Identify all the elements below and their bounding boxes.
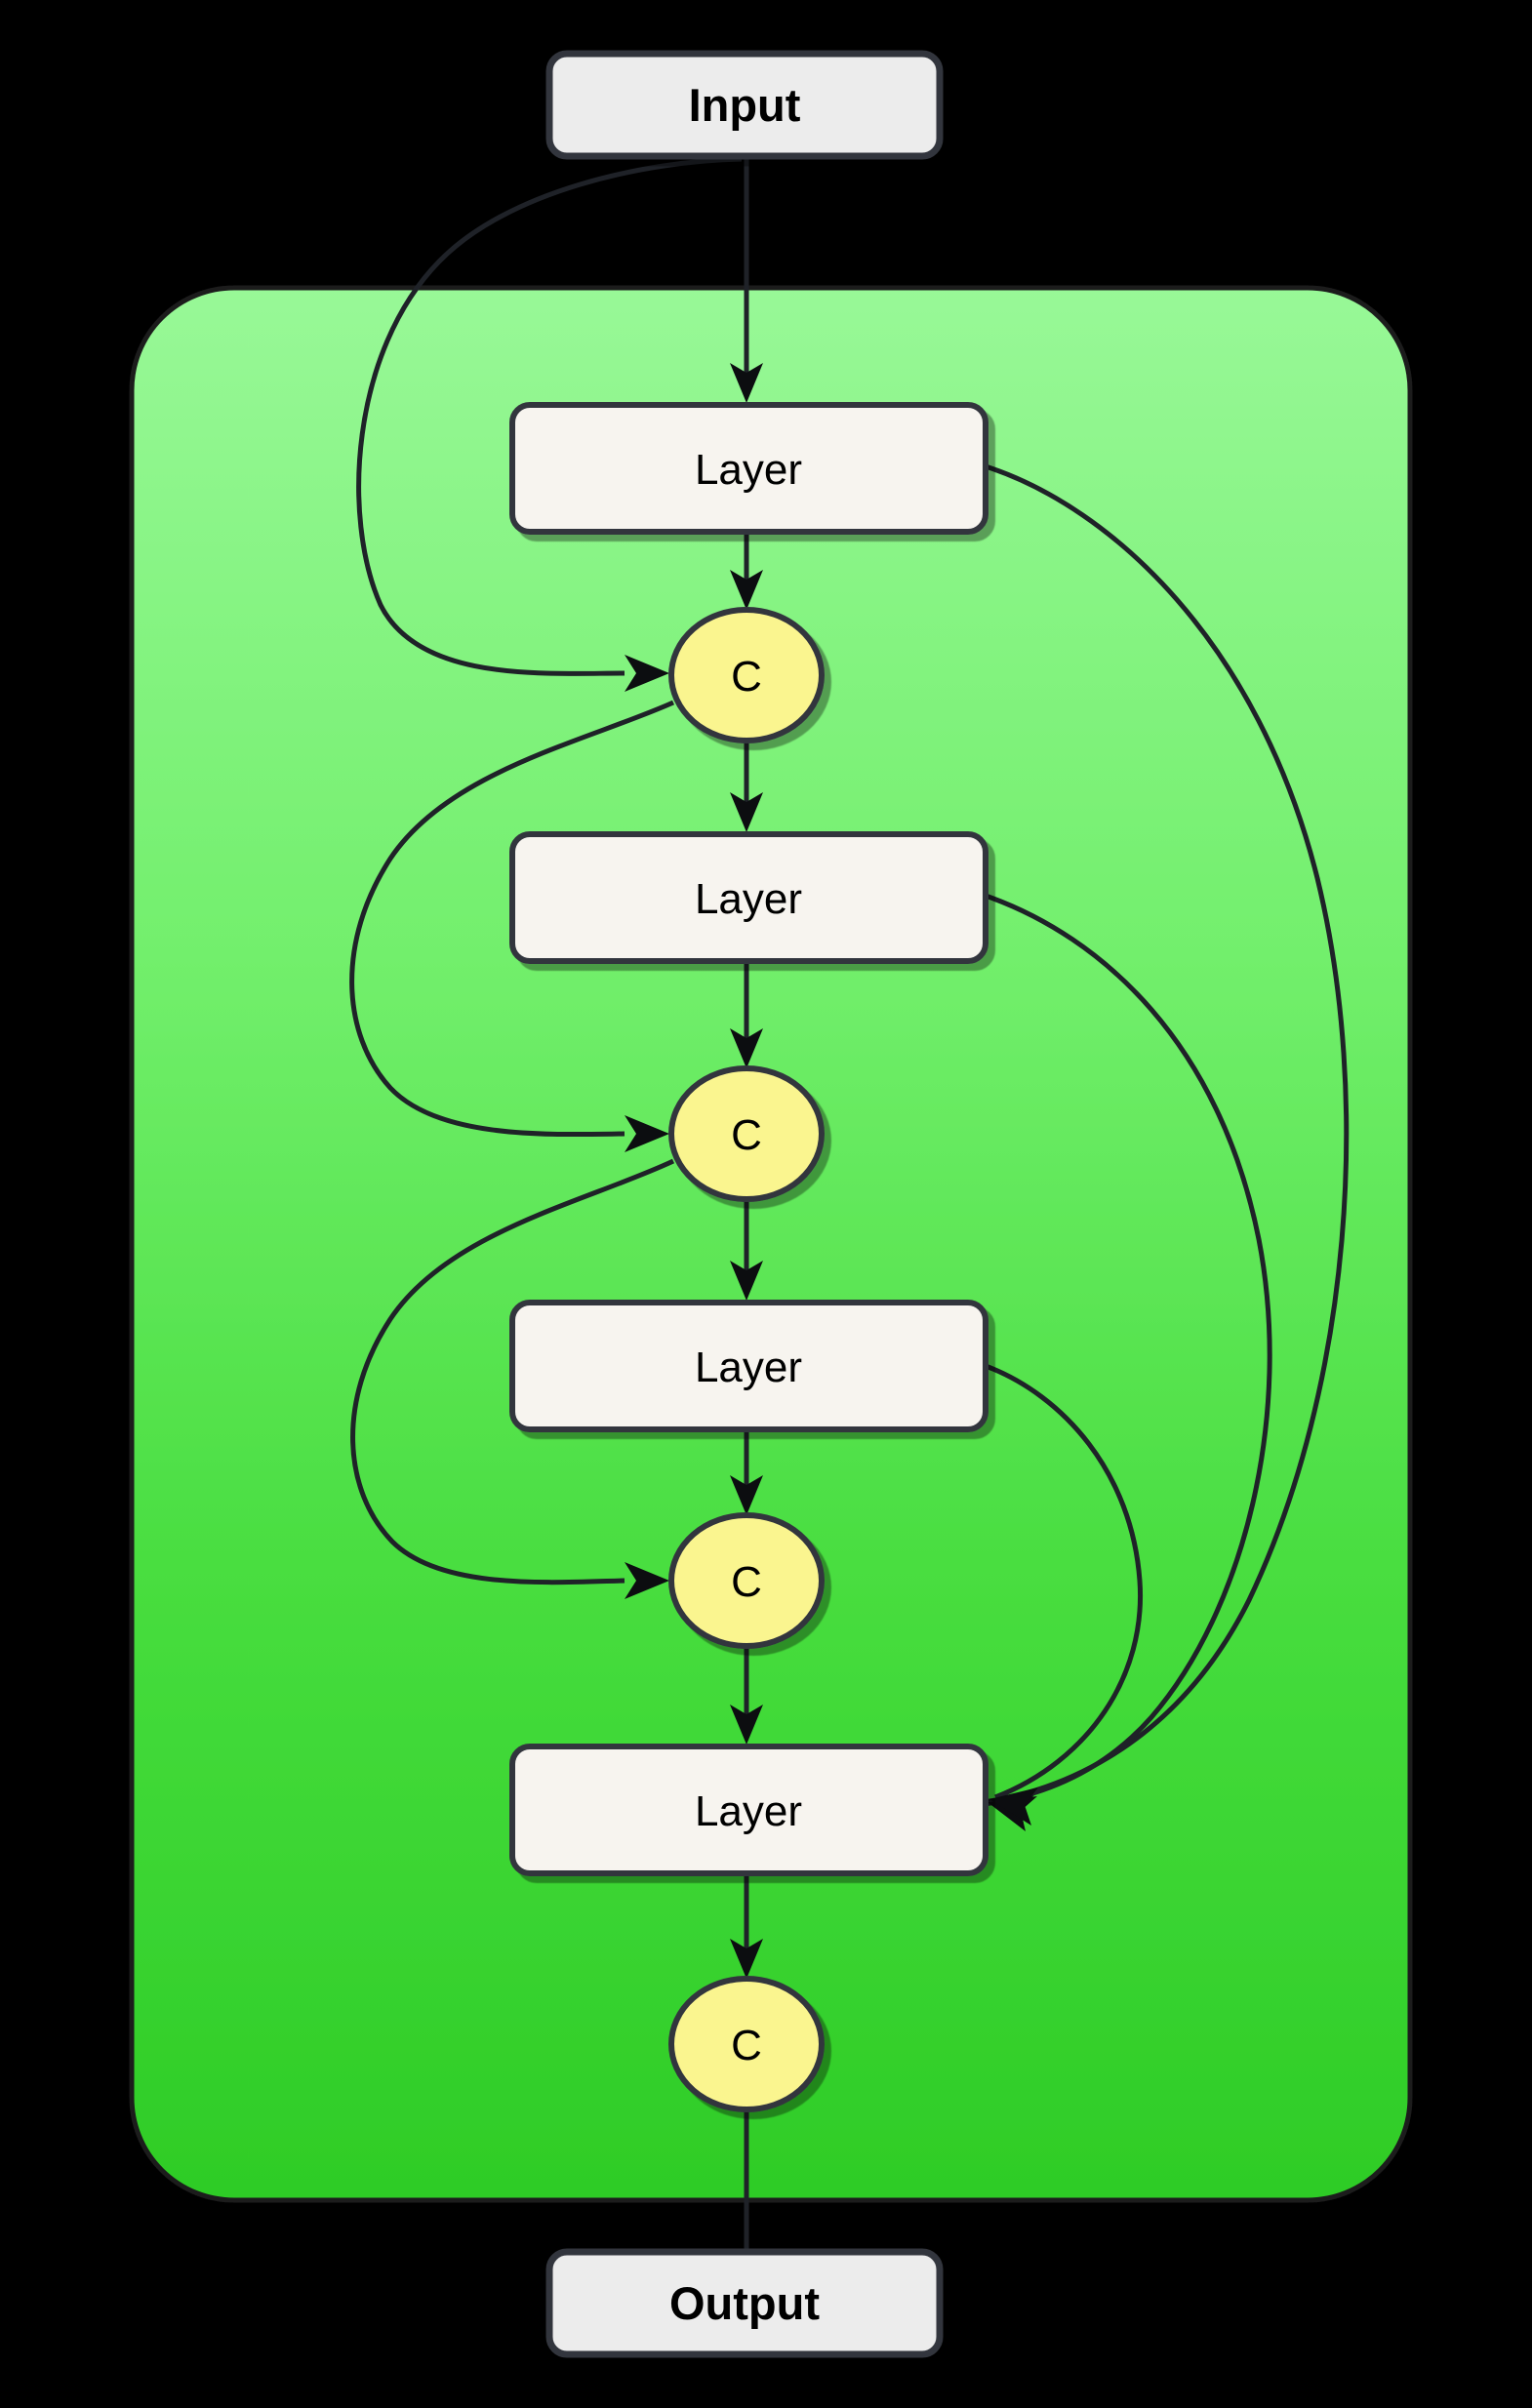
concat-node-1-label: C xyxy=(731,653,762,701)
layer-node-3-label: Layer xyxy=(695,1344,802,1391)
layer-node-2-rect xyxy=(509,831,988,964)
layer-node-1-label: Layer xyxy=(695,446,802,494)
concat-node-2-label: C xyxy=(731,1111,762,1159)
input-node[interactable]: Input xyxy=(545,50,944,160)
layer-node-4-rect xyxy=(509,1744,988,1876)
output-node-rect xyxy=(545,2248,944,2358)
edge-layer-4-to-concat-4 xyxy=(730,1873,763,1979)
edge-concat-3-to-layer-4 xyxy=(730,1646,763,1745)
input-node-label: Input xyxy=(689,79,801,131)
output-node-label: Output xyxy=(669,2277,820,2329)
concat-node-4-circle xyxy=(668,1976,825,2112)
layer-node-3[interactable]: Layer xyxy=(509,1300,988,1432)
layer-node-1-rect xyxy=(509,402,988,535)
concat-node-4[interactable]: C xyxy=(668,1976,825,2112)
concat-node-1[interactable]: C xyxy=(668,607,825,743)
dense-block-container[interactable] xyxy=(129,285,1413,2203)
output-node[interactable]: Output xyxy=(545,2248,944,2358)
edge-input-to-layer-1 xyxy=(730,159,763,403)
concat-node-2-circle xyxy=(668,1065,825,1202)
layer-node-1[interactable]: Layer xyxy=(509,402,988,535)
edge-concat-2-to-concat-3 xyxy=(350,1158,675,1599)
dense-block-rect xyxy=(129,285,1413,2203)
edge-concat-1-to-concat-2 xyxy=(349,700,675,1152)
concat-node-4-label: C xyxy=(731,2022,762,2069)
layer-node-4-label: Layer xyxy=(695,1787,802,1835)
edge-layer-3-to-layer-4 xyxy=(985,1363,1144,1826)
edge-input-to-concat-1 xyxy=(356,156,743,692)
concat-node-3-label: C xyxy=(731,1558,762,1606)
layer-node-2-label: Layer xyxy=(695,875,802,923)
layer-node-3-rect xyxy=(509,1300,988,1432)
layer-node-2[interactable]: Layer xyxy=(509,831,988,964)
edge-concat-2-to-layer-3 xyxy=(730,1199,763,1301)
input-node-rect xyxy=(545,50,944,160)
edge-layer-1-to-concat-1 xyxy=(730,532,763,610)
concat-node-1-circle xyxy=(668,607,825,743)
edge-layer-2-to-concat-2 xyxy=(730,961,763,1068)
concat-node-3[interactable]: C xyxy=(668,1512,825,1649)
layer-node-4[interactable]: Layer xyxy=(509,1744,988,1876)
edge-concat-1-to-layer-2 xyxy=(730,741,763,832)
concat-node-2[interactable]: C xyxy=(668,1065,825,1202)
edge-layer-3-to-concat-3 xyxy=(730,1429,763,1515)
concat-node-3-circle xyxy=(668,1512,825,1649)
